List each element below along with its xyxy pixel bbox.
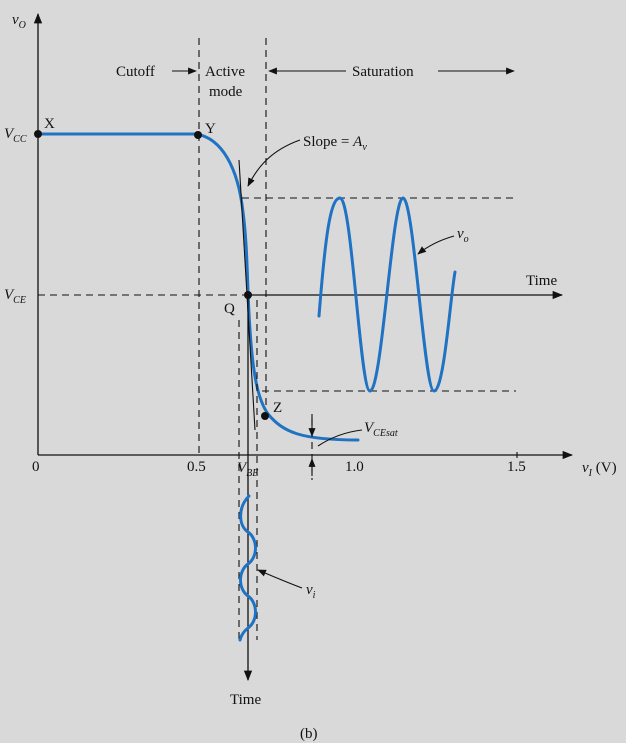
- vce-label: VCE: [4, 287, 26, 306]
- saturation-label: Saturation: [352, 64, 414, 80]
- output-time-label: Time: [526, 273, 557, 289]
- x-tick-label: 1.0: [345, 459, 364, 475]
- point-x-label: X: [44, 116, 55, 132]
- transfer-curve: [36, 132, 360, 442]
- vo-label: vo: [457, 226, 469, 245]
- vcc-label: VCC: [4, 126, 27, 145]
- active-mode-label-line1: Active: [205, 64, 245, 80]
- slope-pointer: [247, 139, 301, 187]
- point-y-dot: [194, 131, 202, 139]
- slope-tangent-line: [238, 159, 256, 431]
- x-tick-label: 1.5: [507, 459, 526, 475]
- point-z-dot: [261, 412, 269, 420]
- vcesat-pointer: [317, 429, 363, 447]
- vo-pointer: [417, 235, 455, 255]
- x-tick-label: 0: [32, 459, 40, 475]
- vi-label: vi: [306, 582, 316, 601]
- vi-pointer: [257, 569, 303, 589]
- input-waveform: [238, 494, 257, 642]
- x-axis-label: vI (V): [582, 460, 617, 479]
- input-time-label: Time: [230, 692, 261, 708]
- point-x-dot: [34, 130, 42, 138]
- y-axis-label: vO: [12, 12, 26, 31]
- active-mode-label-line2: mode: [209, 84, 243, 100]
- output-waveform: [317, 196, 457, 393]
- vcesat-label: VCEsat: [364, 420, 398, 439]
- figure-caption: (b): [300, 726, 318, 742]
- point-q-label: Q: [224, 301, 235, 317]
- cutoff-label: Cutoff: [116, 64, 155, 80]
- point-z-label: Z: [273, 400, 282, 416]
- vbe-label: VBE: [237, 460, 258, 479]
- x-tick-label: 0.5: [187, 459, 206, 475]
- point-y-label: Y: [205, 121, 216, 137]
- slope-label: Slope = Av: [303, 134, 367, 153]
